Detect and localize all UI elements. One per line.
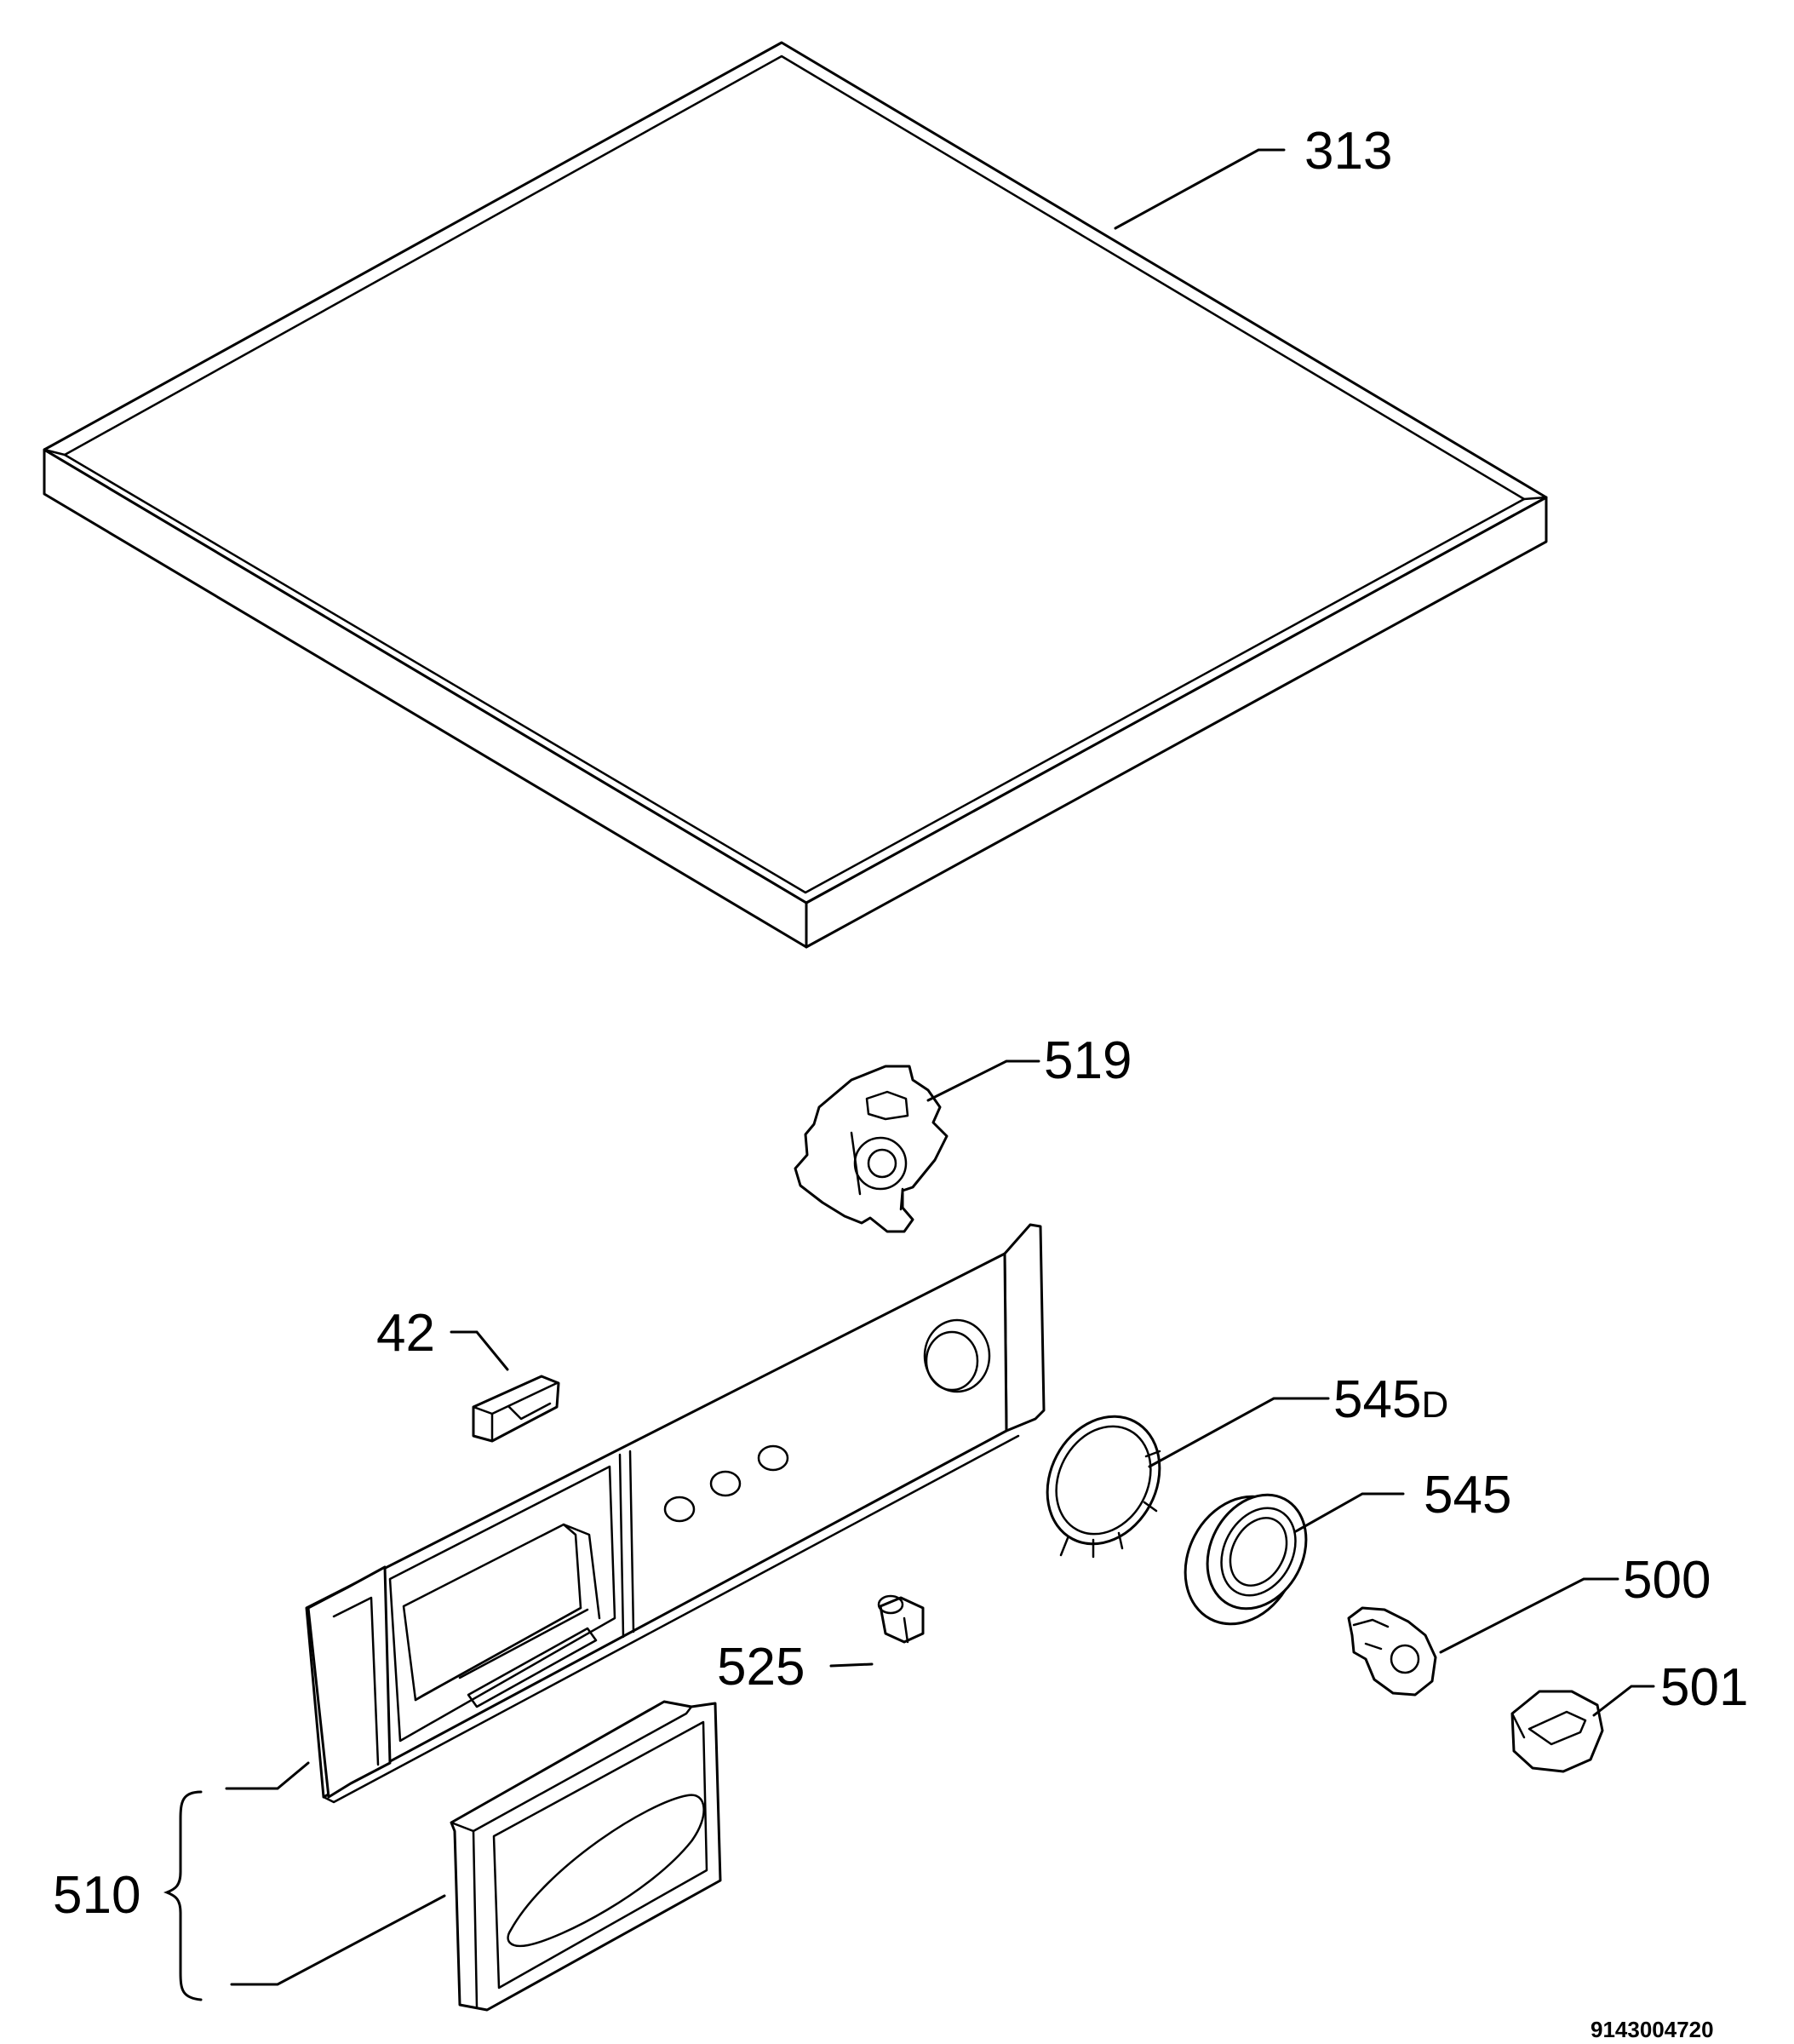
part-42-clip	[472, 1375, 560, 1443]
control-panel-fascia	[305, 1223, 1046, 1804]
label-510: 510	[53, 1866, 140, 1925]
label-545d-suffix: D	[1421, 1384, 1448, 1426]
part-labels: 313 519 42 545D 545 500 501 525 510 9143…	[53, 122, 1748, 2042]
part-313-top-cover	[43, 41, 1548, 949]
part-545d-bezel-ring	[1046, 1415, 1161, 1559]
label-519: 519	[1044, 1031, 1132, 1090]
label-500: 500	[1623, 1551, 1711, 1610]
part-501-knob-cap	[1510, 1690, 1604, 1773]
label-42: 42	[376, 1304, 435, 1363]
part-545-knob	[1184, 1493, 1308, 1626]
label-545d-number: 545	[1333, 1370, 1421, 1429]
label-501: 501	[1660, 1658, 1748, 1717]
label-313: 313	[1304, 122, 1392, 181]
part-510-drawer-front	[450, 1700, 722, 2012]
label-545: 545	[1424, 1466, 1511, 1524]
part-500-component	[1347, 1606, 1437, 1697]
part-519-bracket	[794, 1065, 949, 1233]
document-id: 9143004720	[1591, 2017, 1714, 2042]
part-525-plug	[877, 1594, 925, 1644]
label-525: 525	[717, 1638, 805, 1697]
label-545d: 545D	[1333, 1370, 1448, 1429]
leader-lines	[163, 148, 1655, 2001]
